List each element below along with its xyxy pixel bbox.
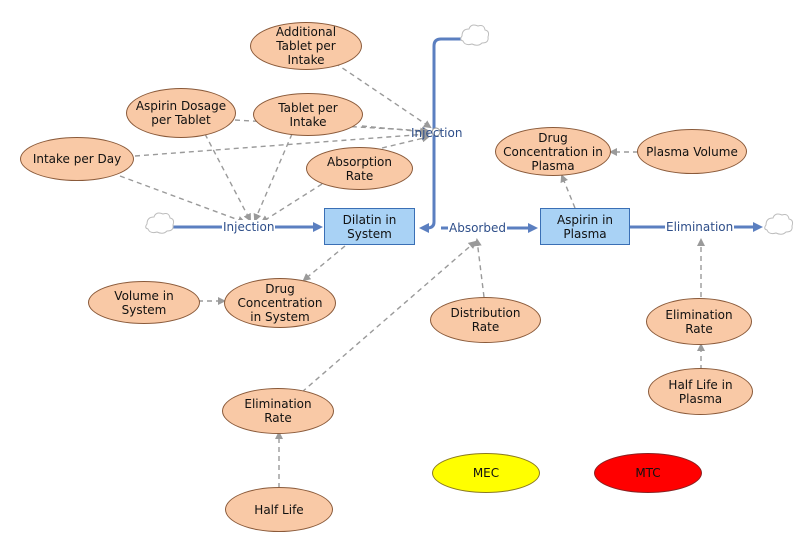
flow-label-elimination[interactable]: Elimination — [665, 220, 735, 234]
variable-elimination-rate-left[interactable]: Elimination Rate — [222, 388, 334, 434]
connector-elimination-left-to-absorbed — [301, 240, 477, 393]
variable-elimination-rate-right[interactable]: Elimination Rate — [646, 298, 752, 345]
connector-distribution-to-absorbed — [473, 238, 485, 298]
connector-intake-to-injection-top — [134, 130, 430, 157]
connector-additional-to-injection-top — [334, 62, 432, 129]
source-cloud-icon — [145, 212, 175, 234]
variable-drug-concentration-in-system[interactable]: Drug Concentration in System — [224, 278, 336, 328]
variable-distribution-rate[interactable]: Distribution Rate — [430, 297, 541, 343]
variable-drug-concentration-in-plasma[interactable]: Drug Concentration in Plasma — [495, 127, 611, 176]
variable-volume-in-system[interactable]: Volume in System — [88, 281, 200, 324]
sink-cloud-icon — [764, 213, 794, 235]
variable-additional-tablet-per-intake[interactable]: Additional Tablet per Intake — [250, 22, 362, 70]
stock-label: Dilatin in System — [342, 212, 397, 241]
variable-tablet-per-intake[interactable]: Tablet per Intake — [253, 93, 363, 136]
connector-aspirin-to-conc-plasma — [560, 174, 576, 209]
flow-label-absorbed[interactable]: Absorbed — [448, 221, 507, 235]
connector-intake-to-injection — [119, 175, 246, 224]
variable-half-life-in-plasma[interactable]: Half Life in Plasma — [648, 368, 753, 415]
flow-label-injection-top[interactable]: Injection — [411, 126, 463, 140]
variable-aspirin-dosage-per-tablet[interactable]: Aspirin Dosage per Tablet — [126, 88, 236, 138]
valve-injection-top — [431, 127, 441, 137]
cloud-icon — [460, 24, 490, 46]
cloud-icon — [145, 212, 175, 234]
connector-tablet-to-injection-top — [361, 125, 428, 136]
top-cloud-icon — [460, 24, 490, 46]
connector-dilatin-to-conc — [302, 245, 346, 282]
connectors — [119, 62, 705, 488]
flow-label-injection[interactable]: Injection — [222, 220, 276, 234]
cloud-icon — [764, 213, 794, 235]
stock-label: Aspirin in Plasma — [556, 212, 614, 241]
variable-plasma-volume[interactable]: Plasma Volume — [637, 129, 747, 174]
connector-absorption-to-injection — [260, 183, 323, 224]
connector-dosage-to-injection — [204, 133, 251, 222]
mec-indicator[interactable]: MEC — [432, 453, 540, 493]
mtc-indicator[interactable]: MTC — [594, 453, 702, 493]
connector-absorption-to-injection-top — [381, 134, 430, 149]
connector-tablet-to-injection — [253, 133, 293, 222]
variable-half-life[interactable]: Half Life — [225, 487, 333, 532]
stock-dilatin-in-system[interactable]: Dilatin in System — [324, 208, 415, 245]
stock-aspirin-in-plasma[interactable]: Aspirin in Plasma — [540, 208, 630, 245]
variable-absorption-rate[interactable]: Absorption Rate — [306, 147, 413, 190]
variable-intake-per-day[interactable]: Intake per Day — [20, 137, 134, 181]
